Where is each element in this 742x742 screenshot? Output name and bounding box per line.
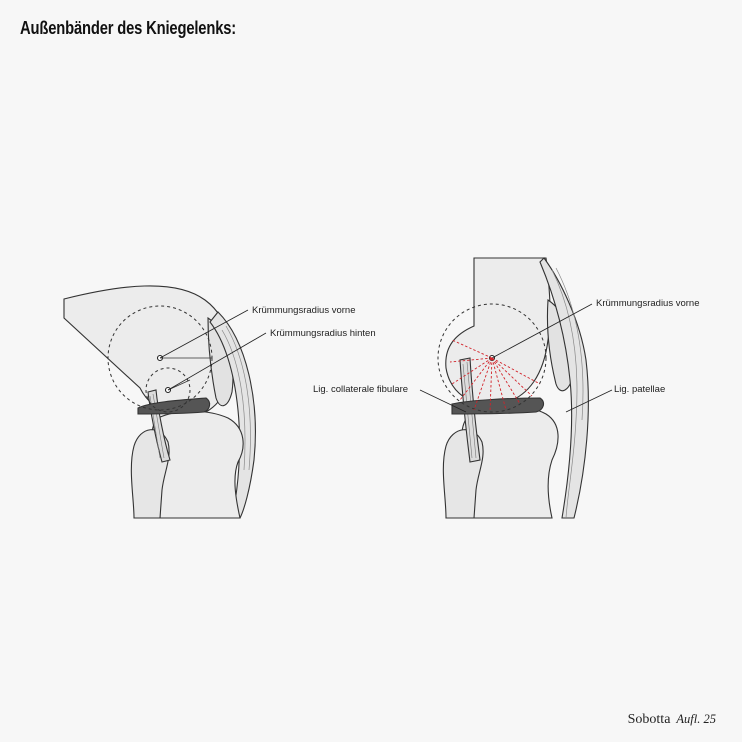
credit-edition: Aufl. 25 xyxy=(676,712,716,726)
radius-line xyxy=(489,357,493,413)
right-leader-collateral xyxy=(419,389,467,413)
left-leader-back xyxy=(167,332,267,391)
credit-publisher: Sobotta xyxy=(627,712,671,727)
radius-line xyxy=(473,357,493,411)
right-label-collateral: Lig. collaterale fibulare xyxy=(313,384,408,395)
left-label-back-radius: Krümmungsradius hinten xyxy=(270,328,376,339)
radius-line xyxy=(451,357,493,385)
right-radius-fan xyxy=(449,339,541,413)
right-label-front-radius: Krümmungsradius vorne xyxy=(596,298,700,309)
right-label-patellar: Lig. patellae xyxy=(614,384,665,395)
radius-line xyxy=(491,357,541,385)
radius-line xyxy=(451,339,493,359)
right-meniscus xyxy=(451,397,545,415)
radius-line xyxy=(491,357,533,397)
credit: Sobotta Aufl. 25 xyxy=(628,710,716,728)
left-back-radius-circle xyxy=(145,367,191,413)
right-leader-patellar xyxy=(565,389,613,413)
right-front-radius-circle xyxy=(437,303,547,413)
left-label-front-radius: Krümmungsradius vorne xyxy=(252,305,356,316)
left-leader-front xyxy=(159,309,249,359)
left-femur xyxy=(63,285,233,418)
right-leader-front xyxy=(491,303,593,359)
left-knee-diagram xyxy=(63,285,267,519)
right-knee-diagram xyxy=(419,257,613,519)
page-title: Außenbänder des Kniegelenks: xyxy=(20,18,237,38)
